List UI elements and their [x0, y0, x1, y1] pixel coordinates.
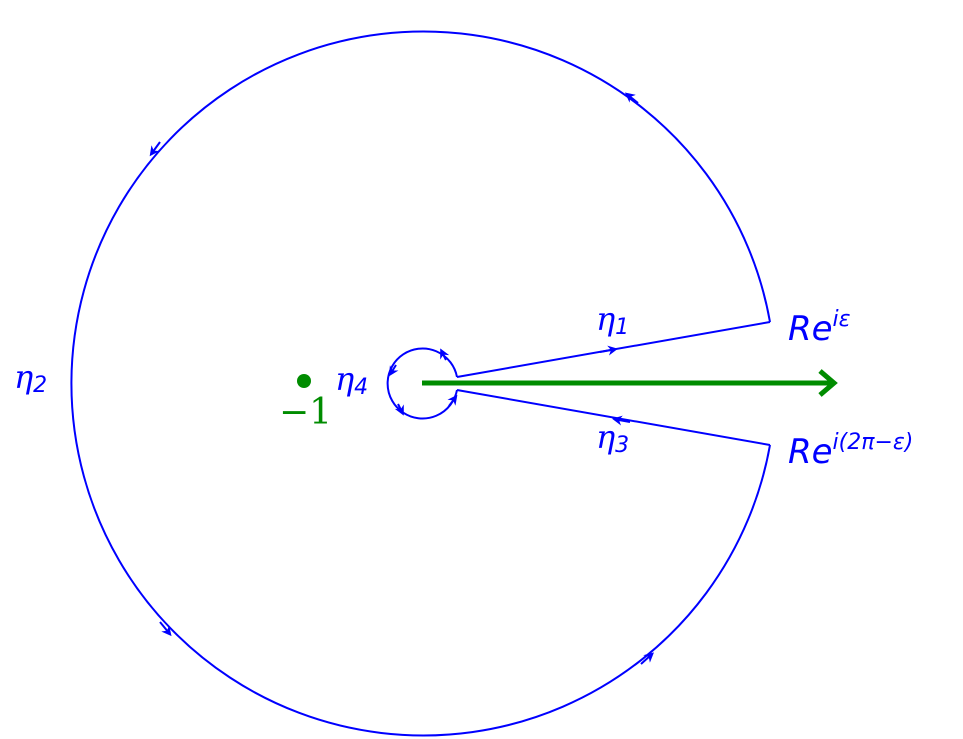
label-r-e-i-epsilon: Reiε [788, 307, 851, 349]
arrow-eta4-right [447, 394, 458, 407]
arrow-eta3 [612, 415, 631, 426]
point-minus-one-dot [297, 374, 311, 388]
branch-cut-arrowhead [818, 369, 838, 397]
arrow-eta2-lower-right [640, 652, 654, 665]
arrow-eta1 [599, 345, 618, 356]
small-circle-eta4 [386, 347, 458, 420]
arrow-eta2-upper-right [624, 92, 639, 104]
label-eta1: η1 [596, 300, 629, 340]
arrow-eta2-lower-left [159, 621, 172, 637]
label-r-e-i-2pi-minus-epsilon: Rei(2π−ε) [788, 430, 913, 472]
point-minus-one-label: −1 [279, 392, 332, 433]
label-eta2: η2 [14, 358, 47, 398]
outer-arc-eta2 [70, 30, 771, 737]
arrow-eta2-upper-left [149, 141, 161, 157]
label-eta3: η3 [596, 418, 629, 458]
arrow-eta4-top [440, 348, 450, 361]
label-eta4: η4 [335, 360, 368, 400]
arrow-eta4-bottom [394, 403, 404, 416]
arrow-eta4-left [388, 364, 399, 377]
